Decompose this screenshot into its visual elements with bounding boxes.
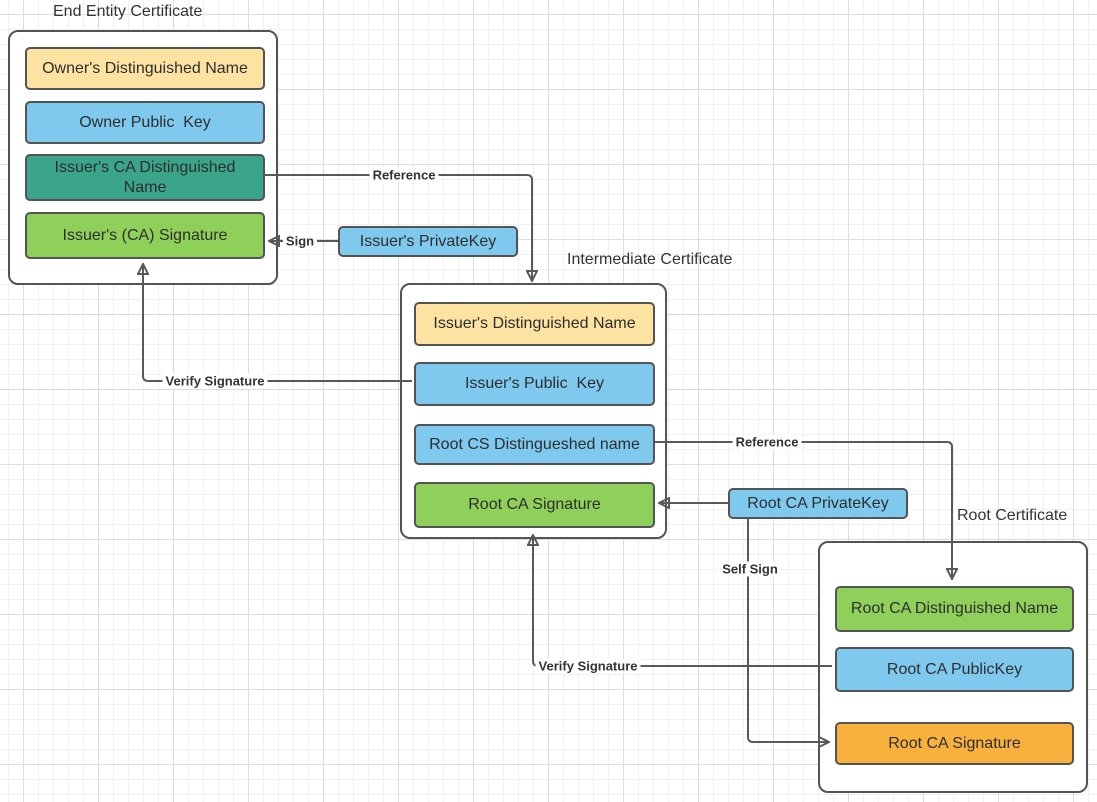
node-issuers-privatekey: Issuer's PrivateKey [338,226,518,257]
end-entity-certificate-container: Owner's Distinguished Name Owner Public … [8,30,278,285]
connector-verify-signature-2 [533,535,832,667]
node-owner-public-key: Owner Public Key [25,101,265,144]
edge-label-sign: Sign [282,233,318,249]
node-root-ca-signature-root: Root CA Signature [835,722,1074,765]
group-title-end-entity-certificate: End Entity Certificate [53,3,203,20]
edge-label-reference-2: Reference [732,434,802,450]
node-issuers-ca-distinguished-name: Issuer's CA Distinguished Name [25,154,265,201]
intermediate-certificate-container: Issuer's Distinguished Name Issuer's Pub… [400,283,667,539]
node-issuers-public-key: Issuer's Public Key [414,362,655,406]
node-issuers-ca-signature: Issuer's (CA) Signature [25,212,265,259]
edge-label-self-sign: Self Sign [719,561,781,577]
node-root-ca-signature-intermediate: Root CA Signature [414,482,655,528]
node-root-ca-privatekey: Root CA PrivateKey [728,488,908,519]
root-certificate-container: Root CA Distinguished Name Root CA Publi… [818,541,1088,793]
node-owners-distinguished-name: Owner's Distinguished Name [25,47,265,90]
edge-label-verify-signature-2: Verify Signature [535,658,641,674]
node-root-cs-distingueshed-name: Root CS Distingueshed name [414,424,655,465]
connector-self-sign [747,519,829,742]
edge-label-verify-signature-1: Verify Signature [162,373,268,389]
group-title-intermediate-certificate: Intermediate Certificate [567,251,733,268]
node-root-ca-distinguished-name: Root CA Distinguished Name [835,586,1074,632]
node-root-ca-publickey: Root CA PublicKey [835,647,1074,692]
group-title-root-certificate: Root Certificate [957,507,1068,524]
edge-label-reference-1: Reference [369,167,439,183]
node-issuers-distinguished-name: Issuer's Distinguished Name [414,302,655,346]
